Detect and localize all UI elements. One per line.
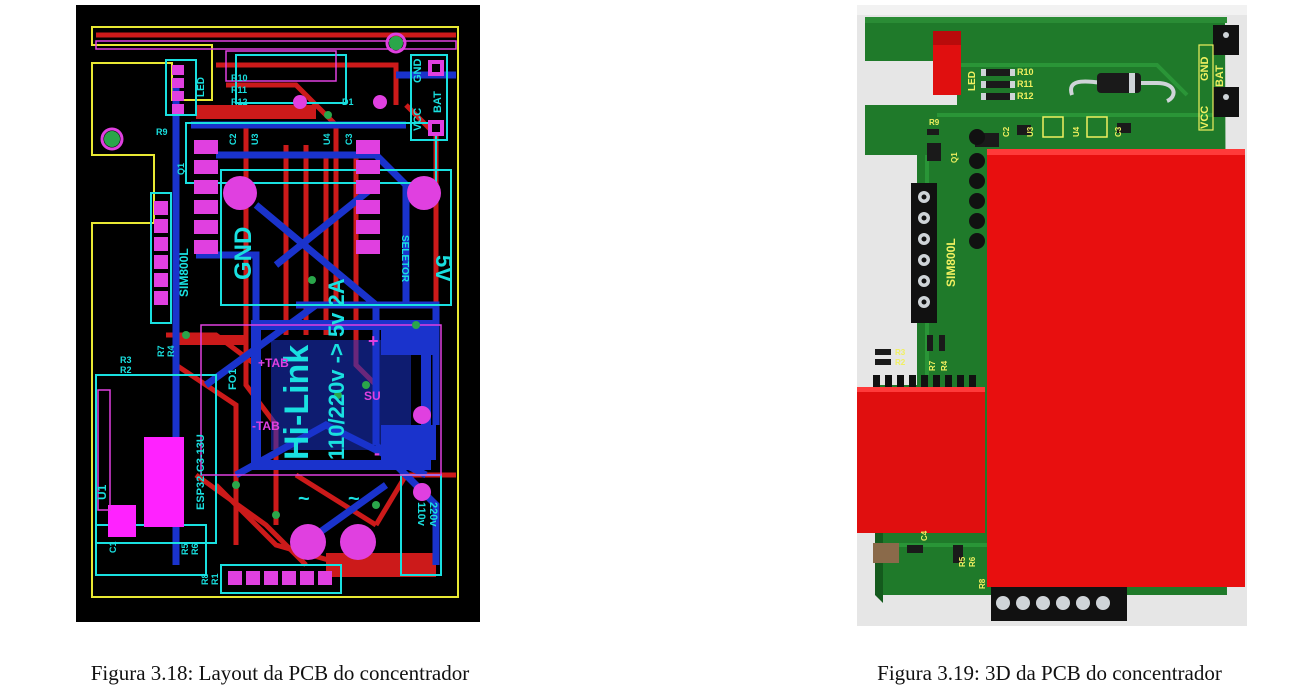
label-3d-r8: R8 <box>978 578 987 589</box>
label-gnd-big: GND <box>230 227 257 280</box>
battery-terminal-pads <box>428 60 444 136</box>
label-tab-minus: -TAB <box>252 419 280 433</box>
label-220v: 220v <box>427 502 439 527</box>
bottom-connector-pads <box>228 571 332 585</box>
sim800l-header <box>911 183 937 323</box>
sim800l-pads <box>154 201 168 305</box>
caption-figure-3-18: Figura 3.18: Layout da PCB do concentrad… <box>90 661 470 685</box>
module-pads-left <box>194 140 218 254</box>
label-su: SU <box>364 389 381 403</box>
pcb-layout-image: GND Hi-Link 110/220v -> 5v 2A 5V SIM800L… <box>76 5 480 622</box>
label-3d-q1: Q1 <box>950 152 959 163</box>
esp32-module-pad <box>108 505 136 537</box>
label-3d-r3: R3 <box>895 348 906 357</box>
resistors-r10-r12 <box>985 69 1011 100</box>
label-3d-r10: R10 <box>1017 67 1034 77</box>
label-3d-gnd: GND <box>1199 57 1211 82</box>
label-vcc: VCC <box>412 108 424 131</box>
caption-figure-3-19: Figura 3.19: 3D da PCB do concentrador <box>877 661 1222 685</box>
label-3d-bat: BAT <box>1214 65 1226 87</box>
large-round-pads <box>223 95 441 560</box>
silk-3d-text: LED R10 R11 R12 VCC GND BAT R9 C2 U3 U4 … <box>895 57 1226 590</box>
label-r10: R10 <box>231 73 248 83</box>
esp32-module <box>857 387 985 533</box>
figure-pcb-layout: GND Hi-Link 110/220v -> 5v 2A 5V SIM800L… <box>0 0 560 699</box>
label-r6: R6 <box>190 543 200 555</box>
label-3d-u4: U4 <box>1072 126 1081 137</box>
label-r4: R4 <box>166 345 176 357</box>
label-c1: C1 <box>108 541 118 553</box>
label-3d-u3: U3 <box>1026 126 1035 137</box>
label-q1: Q1 <box>176 163 186 175</box>
silkscreen-text: GND Hi-Link 110/220v -> 5v 2A 5V SIM800L… <box>95 59 456 586</box>
label-r1: R1 <box>210 573 220 585</box>
label-d1: D1 <box>342 97 354 107</box>
label-gnd: GND <box>412 59 424 84</box>
label-tab-plus: +TAB <box>258 356 289 370</box>
module-pads-right <box>356 140 380 254</box>
label-hilink-spec: 110/220v -> 5v 2A <box>324 278 349 460</box>
label-3d-led: LED <box>967 71 978 91</box>
bottom-terminal-block <box>991 587 1127 621</box>
capacitor-c1 <box>873 543 899 563</box>
label-tilde-1: ~ <box>298 488 310 510</box>
label-3d-r2: R2 <box>895 358 906 367</box>
label-minus: - <box>374 443 380 463</box>
battery-terminals <box>1198 25 1239 131</box>
led-header-pads <box>172 65 184 114</box>
label-c2: C2 <box>228 133 238 145</box>
label-5v: 5V <box>431 255 456 282</box>
label-110v: 110v <box>415 502 427 527</box>
label-3d-vcc: VCC <box>1199 106 1211 129</box>
label-hilink: Hi-Link <box>278 345 316 460</box>
label-u4: U4 <box>322 133 332 145</box>
label-3d-r11: R11 <box>1017 79 1033 89</box>
label-r8: R8 <box>200 573 210 585</box>
label-u3: U3 <box>250 133 260 145</box>
module-pin-column <box>969 129 985 249</box>
label-3d-c3: C3 <box>1114 126 1123 137</box>
label-seletor: SELETOR <box>399 235 410 283</box>
label-plus: + <box>368 331 379 351</box>
label-fo1: FO1 <box>227 369 239 390</box>
label-c3: C3 <box>344 133 354 145</box>
label-3d-r9: R9 <box>929 118 940 127</box>
label-3d-r12: R12 <box>1017 91 1034 101</box>
pcb-3d-image: LED R10 R11 R12 VCC GND BAT R9 C2 U3 U4 … <box>857 5 1247 626</box>
label-r5: R5 <box>180 543 190 555</box>
label-bat: BAT <box>432 91 444 113</box>
label-r7: R7 <box>156 345 166 357</box>
magenta-outlines <box>95 40 457 476</box>
label-r12: R12 <box>231 97 248 107</box>
label-u1: U1 <box>95 484 109 500</box>
label-3d-r7: R7 <box>928 360 937 371</box>
esp32-antenna-pad <box>144 437 184 527</box>
diode-component <box>1069 73 1176 103</box>
label-r3: R3 <box>120 355 132 365</box>
label-r9: R9 <box>156 127 168 137</box>
led-component <box>933 43 961 95</box>
label-3d-r4: R4 <box>940 360 949 371</box>
label-3d-sim800l: SIM800L <box>944 238 958 287</box>
label-3d-c4: C4 <box>920 530 929 541</box>
label-esp32: ESP32-C3-13U <box>195 434 207 510</box>
label-3d-r5: R5 <box>958 556 967 567</box>
figure-pcb-3d: LED R10 R11 R12 VCC GND BAT R9 C2 U3 U4 … <box>800 0 1299 699</box>
label-led: LED <box>196 77 207 97</box>
hilink-module <box>987 149 1245 587</box>
label-3d-r6: R6 <box>968 556 977 567</box>
board-outline <box>91 26 459 598</box>
vias <box>104 36 420 519</box>
label-tilde-2: ~ <box>348 488 360 510</box>
label-r11: R11 <box>231 85 247 95</box>
label-r2: R2 <box>120 365 132 375</box>
label-3d-c2: C2 <box>1002 126 1011 137</box>
label-sim800l: SIM800L <box>177 248 191 297</box>
